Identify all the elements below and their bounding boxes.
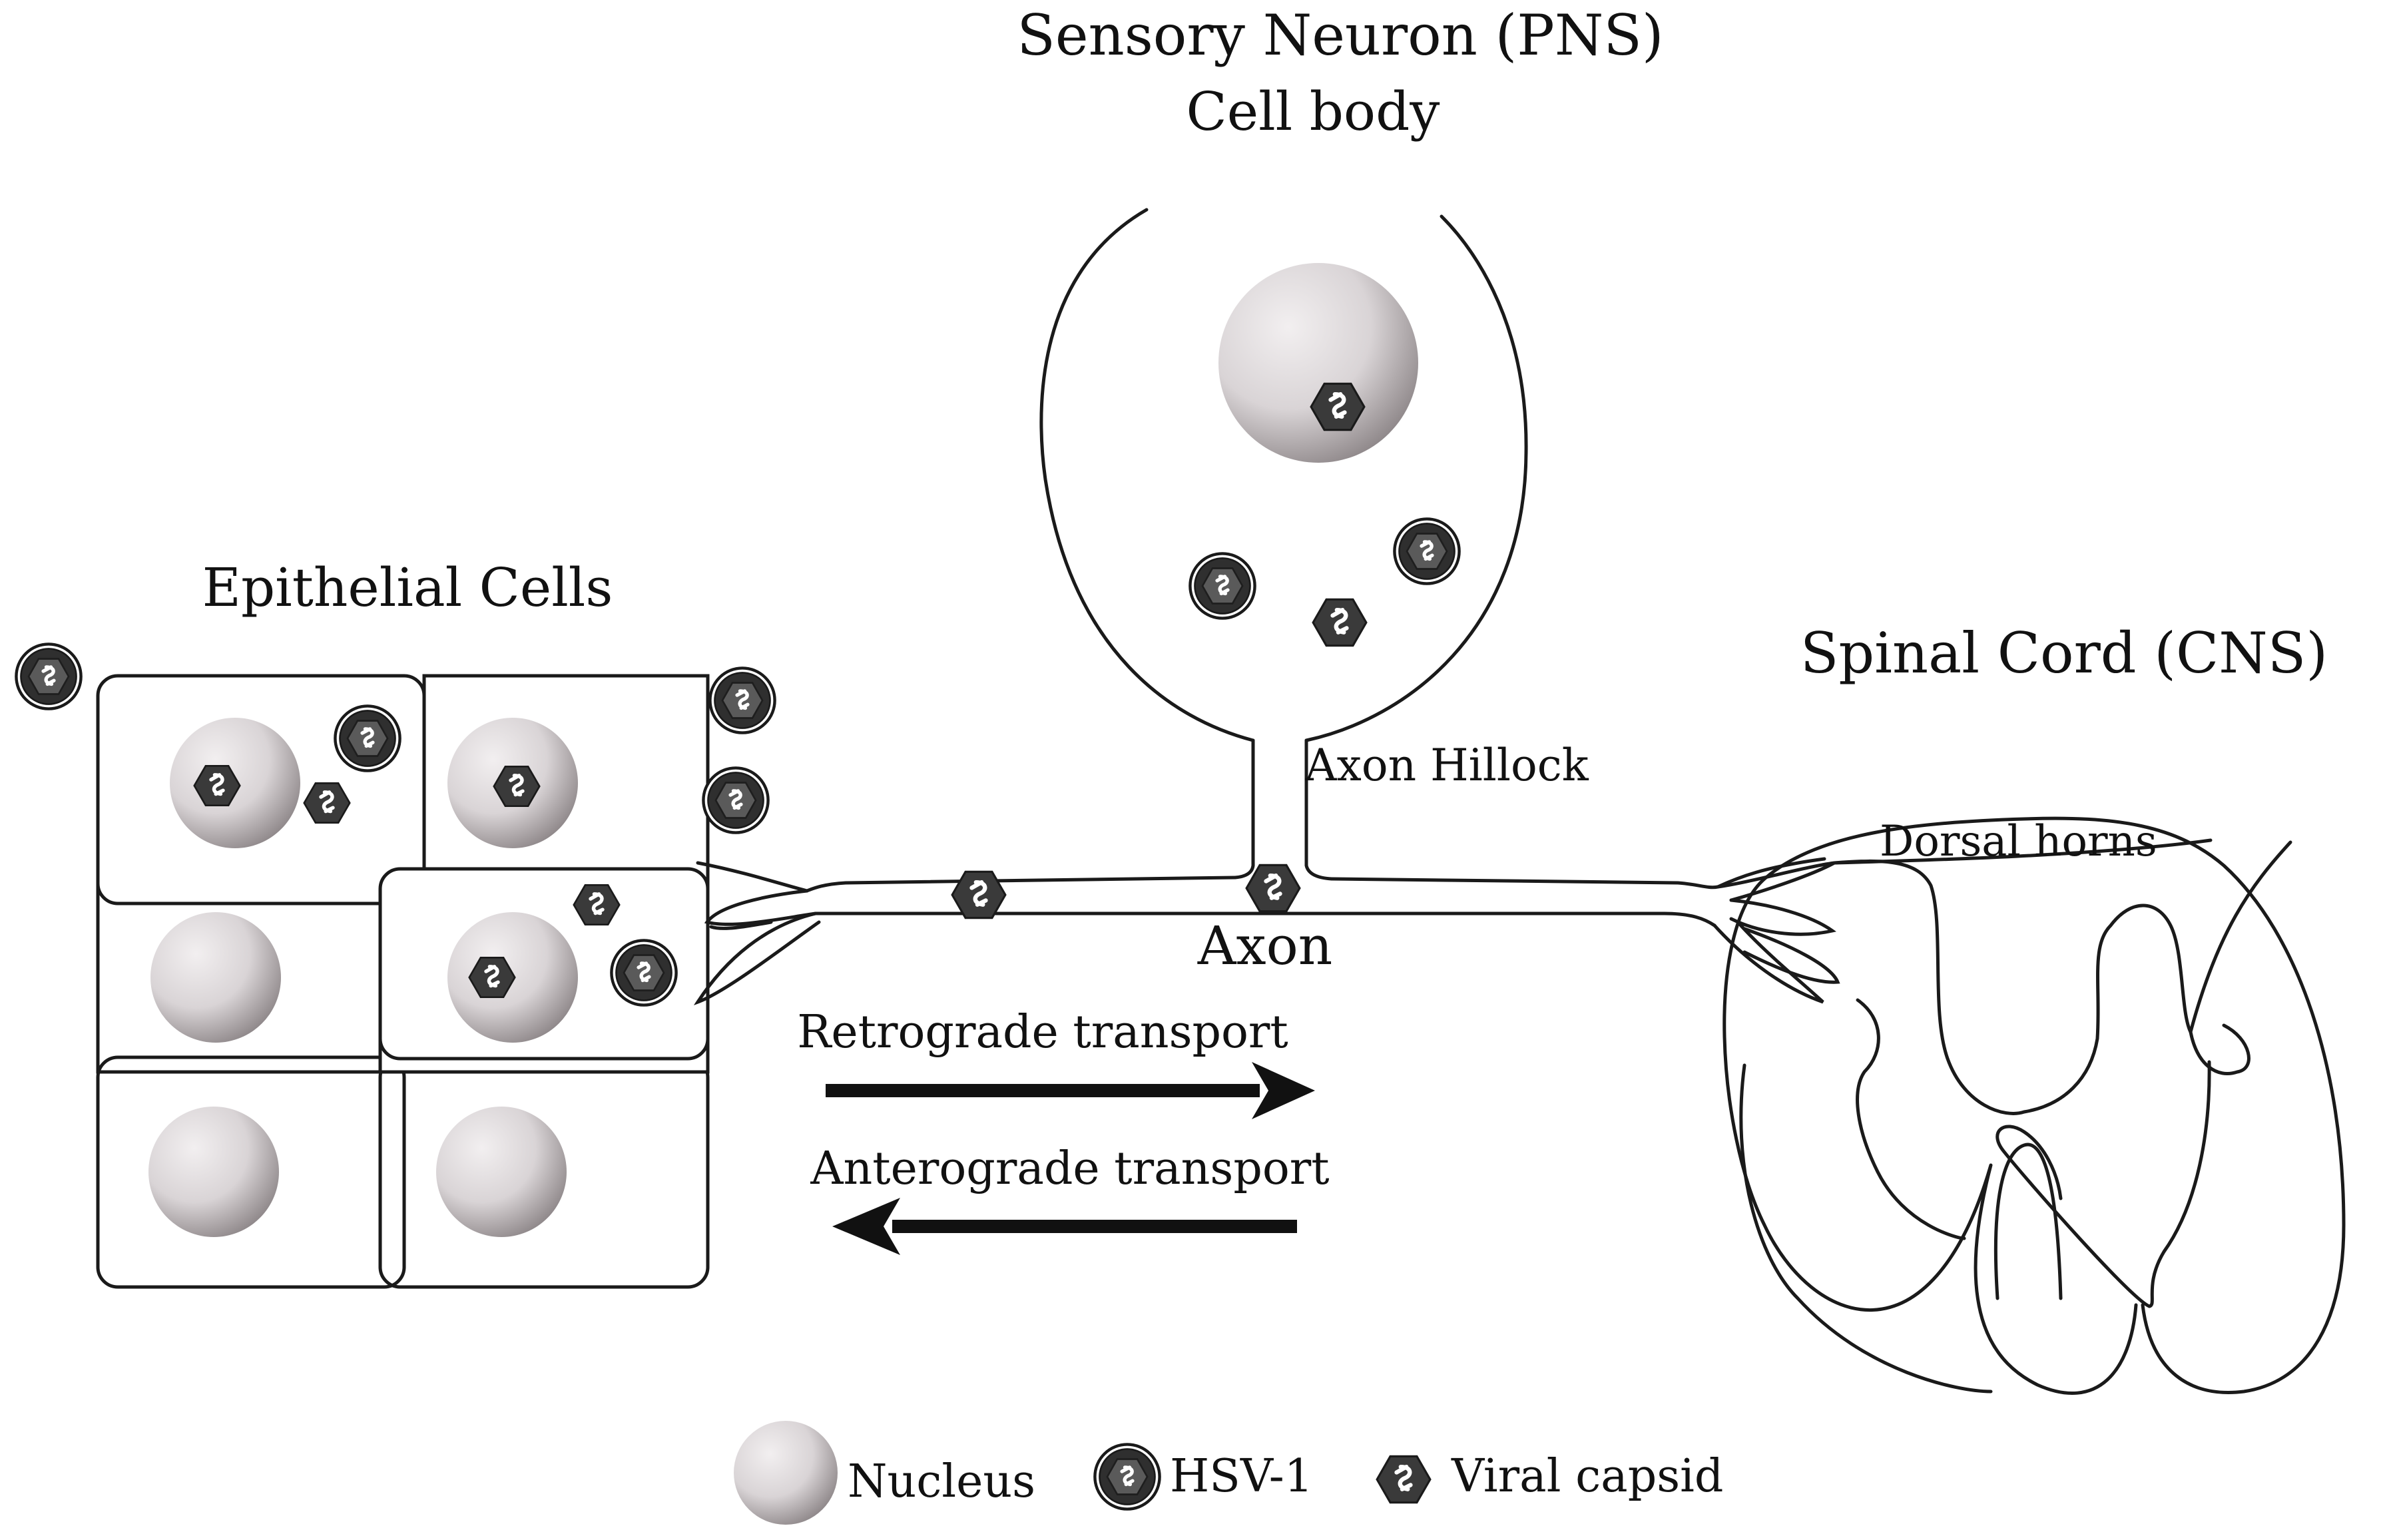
transport-arrows <box>826 1062 1315 1255</box>
axon-terminal <box>693 911 821 1005</box>
viral-capsid-icon <box>1313 599 1366 645</box>
legend-capsid-label: Viral capsid <box>1451 1450 1723 1503</box>
legend-nucleus-label: Nucleus <box>848 1455 1035 1508</box>
spinal-cord <box>1722 816 2346 1395</box>
legend-item-nucleus: Nucleus <box>734 1421 1035 1525</box>
central-canal <box>1993 1143 2063 1300</box>
legend-item-capsid: Viral capsid <box>1377 1450 1723 1503</box>
dorsal-horn-line <box>1832 838 2213 865</box>
sensory-neuron <box>693 208 1840 1005</box>
hsv1-virion-icon <box>16 644 81 708</box>
anterograde-arrow <box>832 1198 1297 1255</box>
axon <box>696 861 1237 893</box>
grey-matter <box>2189 1023 2251 1075</box>
spinal-cord-outline <box>1739 1063 1993 1394</box>
nucleus-icon <box>148 1107 279 1237</box>
viral-capsid-icon <box>1377 1456 1430 1502</box>
axon-hillock <box>1233 738 1255 880</box>
anterograde-transport-label: Anterograde transport <box>810 1143 1329 1195</box>
nucleus-icon <box>436 1107 567 1237</box>
legend-hsv1-label: HSV-1 <box>1170 1450 1313 1503</box>
hsv1-virion-icon <box>1190 553 1254 618</box>
cell-body-label: Cell body <box>1187 81 1440 142</box>
sensory-neuron-title: Sensory Neuron (PNS) <box>1017 3 1663 68</box>
hsv1-virion-icon <box>703 768 768 832</box>
axon-terminal <box>1729 898 1836 936</box>
viral-capsid-icon <box>1246 865 1300 911</box>
axon-terminal <box>1713 920 1824 1004</box>
nucleus-icon <box>150 912 281 1043</box>
legend-item-hsv1: HSV-1 <box>1095 1444 1313 1509</box>
grey-matter <box>1995 1060 2211 1308</box>
viral-capsid-icon <box>952 872 1005 917</box>
retrograde-arrow <box>826 1062 1315 1119</box>
axon-terminal <box>709 920 773 930</box>
labels: Sensory Neuron (PNS) Cell body Epithelia… <box>202 3 2328 1195</box>
grey-matter <box>2189 840 2292 1034</box>
hsv1-virion-icon <box>710 668 774 732</box>
axon <box>1330 857 1826 890</box>
axon-terminal <box>704 889 818 926</box>
neuron-viruses <box>952 384 1459 917</box>
epithelial-cells-label: Epithelial Cells <box>202 557 613 619</box>
epithelial-nuclei <box>148 718 578 1237</box>
axon-hillock-label: Axon Hillock <box>1304 740 1589 791</box>
axon-terminal <box>1742 927 1840 984</box>
nucleus-icon <box>734 1421 838 1525</box>
hsv1-virion-icon <box>611 940 676 1005</box>
nucleus-icon <box>1218 263 1418 463</box>
hsv1-virion-icon <box>1394 519 1459 583</box>
axon-label: Axon <box>1197 915 1333 977</box>
axon <box>814 911 1717 927</box>
retrograde-transport-label: Retrograde transport <box>797 1006 1288 1059</box>
hsv1-virion-icon <box>1095 1444 1159 1509</box>
spinal-cord-outline <box>1722 816 2346 1395</box>
legend: Nucleus HSV-1 Viral capsid <box>734 1421 1723 1525</box>
spinal-cord-label: Spinal Cord (CNS) <box>1800 621 2328 686</box>
cell-body-membrane <box>1039 208 1528 742</box>
grey-matter <box>1856 998 1966 1240</box>
hsv1-virion-icon <box>335 706 399 770</box>
epithelial-cell <box>96 1055 406 1289</box>
grey-matter <box>1832 859 2193 1115</box>
dorsal-horns-label: Dorsal horns <box>1880 817 2157 866</box>
axon-hillock <box>1304 738 1334 881</box>
